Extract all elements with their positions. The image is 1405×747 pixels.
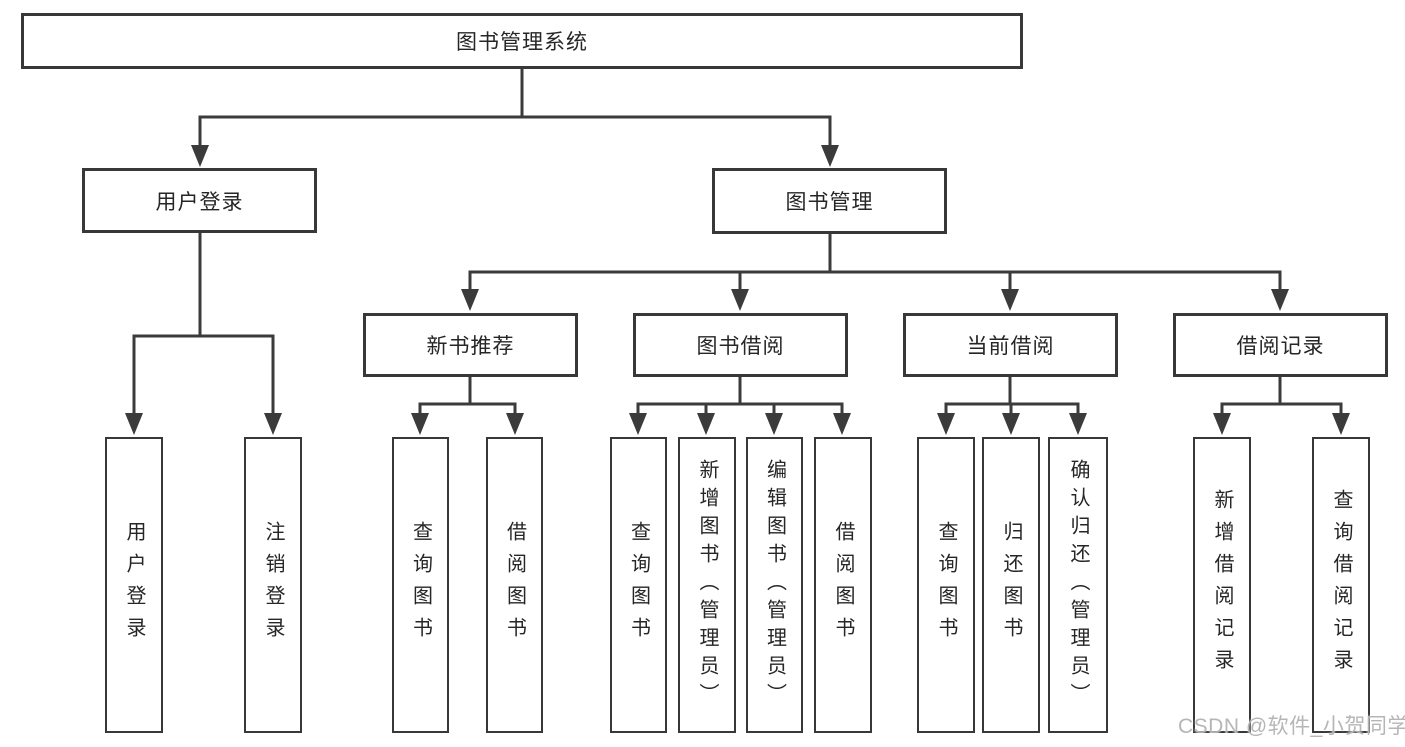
leaf-label: 归还图书 (1000, 521, 1022, 649)
leaf-confirm-return-admin: 确认归还（管理员） (1048, 437, 1108, 733)
connector-root-to-level2 (191, 67, 839, 167)
node-label: 图书借阅 (696, 335, 785, 358)
leaf-edit-book-admin: 编辑图书（管理员） (746, 437, 803, 733)
leaf-label: 查询图书 (935, 521, 957, 649)
leaf-query-books-current: 查询图书 (917, 437, 975, 733)
csdn-watermark: CSDN @软件_小贺同学 (1178, 715, 1405, 738)
leaf-add-book-admin: 新增图书（管理员） (678, 437, 736, 733)
leaf-borrow-books-newbook: 借阅图书 (486, 437, 543, 733)
connector-currentborrow-to-leaves (937, 375, 1087, 435)
node-book-borrowing: 图书借阅 (633, 313, 848, 377)
node-new-book-recommend: 新书推荐 (363, 313, 578, 377)
node-library-management-system: 图书管理系统 (21, 13, 1023, 69)
leaf-query-books-newbook: 查询图书 (392, 437, 449, 733)
connector-bookborrow-to-leaves (629, 375, 851, 435)
leaf-label: 新增借阅记录 (1211, 489, 1233, 681)
leaf-query-borrow-record: 查询借阅记录 (1312, 437, 1370, 733)
connector-borrowrecord-to-leaves (1213, 375, 1350, 435)
node-label: 借阅记录 (1236, 335, 1325, 358)
node-label: 图书管理系统 (456, 31, 588, 54)
node-user-login: 用户登录 (82, 168, 317, 233)
leaf-add-borrow-record: 新增借阅记录 (1193, 437, 1251, 733)
leaf-label: 查询图书 (627, 521, 650, 649)
node-label: 新书推荐 (426, 335, 515, 358)
leaf-label: 借阅图书 (832, 521, 854, 649)
leaf-label: 用户登录 (123, 521, 145, 649)
leaf-logout: 注销登录 (244, 437, 302, 733)
leaf-query-books-borrow: 查询图书 (610, 437, 667, 733)
connector-newbook-to-leaves (411, 375, 524, 435)
leaf-label: 查询借阅记录 (1330, 489, 1352, 681)
node-current-borrowing: 当前借阅 (903, 313, 1118, 377)
node-borrowing-records: 借阅记录 (1173, 313, 1388, 377)
leaf-label: 编辑图书（管理员） (763, 459, 786, 711)
leaf-borrow-books-borrow: 借阅图书 (814, 437, 872, 733)
node-label: 用户登录 (155, 190, 244, 214)
node-label: 当前借阅 (966, 335, 1055, 358)
leaf-label: 借阅图书 (503, 521, 526, 649)
node-label: 图书管理 (785, 191, 874, 214)
leaf-user-login: 用户登录 (105, 437, 163, 733)
leaf-label: 查询图书 (409, 521, 432, 649)
connector-bookmgmt-to-level3 (461, 232, 1289, 311)
node-book-management: 图书管理 (712, 168, 947, 234)
leaf-label: 新增图书（管理员） (696, 459, 718, 711)
leaf-label: 注销登录 (262, 521, 284, 649)
leaf-label: 确认归还（管理员） (1067, 459, 1089, 711)
connector-userlogin-to-leaves (125, 230, 282, 435)
leaf-return-books: 归还图书 (982, 437, 1040, 733)
